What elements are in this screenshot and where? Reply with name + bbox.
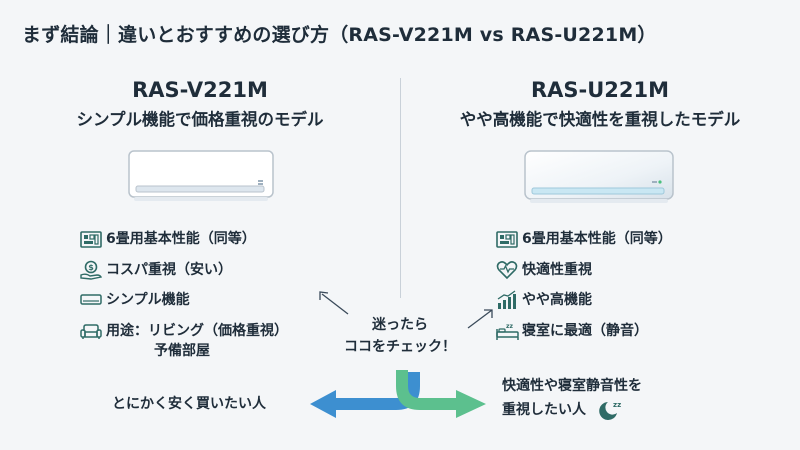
center-question-line2: ココをチェック！: [344, 339, 456, 355]
right-feature-item: zz 寝室に最適（静音）: [496, 321, 672, 352]
result-right: 快適性や寝室静音性を 重視したい人 zz: [502, 374, 642, 422]
left-feature-item: 6畳用基本性能（同等）: [80, 229, 288, 260]
left-aircon-image: [128, 150, 274, 204]
left-feature-text: シンプル機能: [106, 292, 190, 308]
money-hand-icon: $: [80, 260, 106, 280]
left-pointer-arrow: [321, 293, 349, 315]
aircon-small-icon: [80, 290, 106, 310]
blue-arrow-left: [310, 372, 420, 418]
right-feature-item: やや高機能: [496, 290, 672, 321]
right-model-header: RAS-U221M やや高機能で快適性を重視したモデル: [430, 78, 770, 130]
page-title: まず結論｜違いとおすすめの選び方（RAS-V221M vs RAS-U221M）: [22, 24, 657, 46]
center-question-line1: 迷ったら: [372, 317, 428, 333]
svg-text:$: $: [88, 263, 94, 272]
left-model-name: RAS-V221M: [132, 78, 268, 102]
right-feature-text: 快適性重視: [522, 261, 592, 278]
right-feature-text: やや高機能: [522, 292, 592, 308]
left-feature-text: 用途：リビング（価格重視）: [106, 322, 288, 339]
center-question: 迷ったら ココをチェック！: [336, 314, 464, 358]
left-feature-item: 用途：リビング（価格重視） 予備部屋: [80, 321, 288, 365]
right-feature-item: 6畳用基本性能（同等）: [496, 229, 672, 260]
right-pointer-arrow: [467, 309, 493, 329]
sofa-icon: [80, 321, 106, 341]
right-feature-text: 寝室に最適（静音）: [522, 322, 648, 339]
result-left-text: とにかく安く買いたい人: [112, 396, 266, 412]
building-icon: [496, 229, 522, 249]
left-feature-list: 6畳用基本性能（同等） $ コスパ重視（安い） シンプル機能 用途：リビング（価…: [80, 229, 288, 365]
right-feature-list: 6畳用基本性能（同等） 快適性重視 やや高機能 zz 寝室に最適（静音）: [496, 229, 672, 351]
bed-zzz-icon: zz: [496, 321, 522, 341]
right-model-name: RAS-U221M: [530, 78, 670, 102]
left-model-desc: シンプル機能で価格重視のモデル: [76, 110, 324, 129]
left-feature-item: シンプル機能: [80, 290, 288, 321]
svg-text:zz: zz: [613, 401, 621, 409]
result-right-line1: 快適性や寝室静音性を: [502, 378, 642, 394]
result-right-line2: 重視したい人: [502, 402, 586, 418]
pointer-arrows: [319, 291, 493, 329]
left-feature-text: 6畳用基本性能（同等）: [106, 231, 256, 247]
svg-text:zz: zz: [506, 323, 513, 330]
center-divider: [400, 78, 401, 298]
left-feature-item: $ コスパ重視（安い）: [80, 260, 288, 291]
split-arrows: [310, 370, 486, 418]
left-feature-text: コスパ重視（安い）: [106, 261, 232, 278]
green-arrow-right: [396, 370, 486, 418]
left-feature-subtext: 予備部屋: [154, 342, 210, 359]
building-icon: [80, 229, 106, 249]
heart-pulse-icon: [496, 260, 522, 280]
right-feature-text: 6畳用基本性能（同等）: [522, 231, 672, 247]
right-feature-item: 快適性重視: [496, 260, 672, 291]
left-model-header: RAS-V221M シンプル機能で価格重視のモデル: [30, 78, 370, 130]
right-model-desc: やや高機能で快適性を重視したモデル: [459, 110, 741, 129]
moon-zzz-icon: zz: [596, 399, 624, 421]
right-aircon-image: [524, 150, 674, 206]
bar-chart-up-icon: [496, 290, 522, 310]
